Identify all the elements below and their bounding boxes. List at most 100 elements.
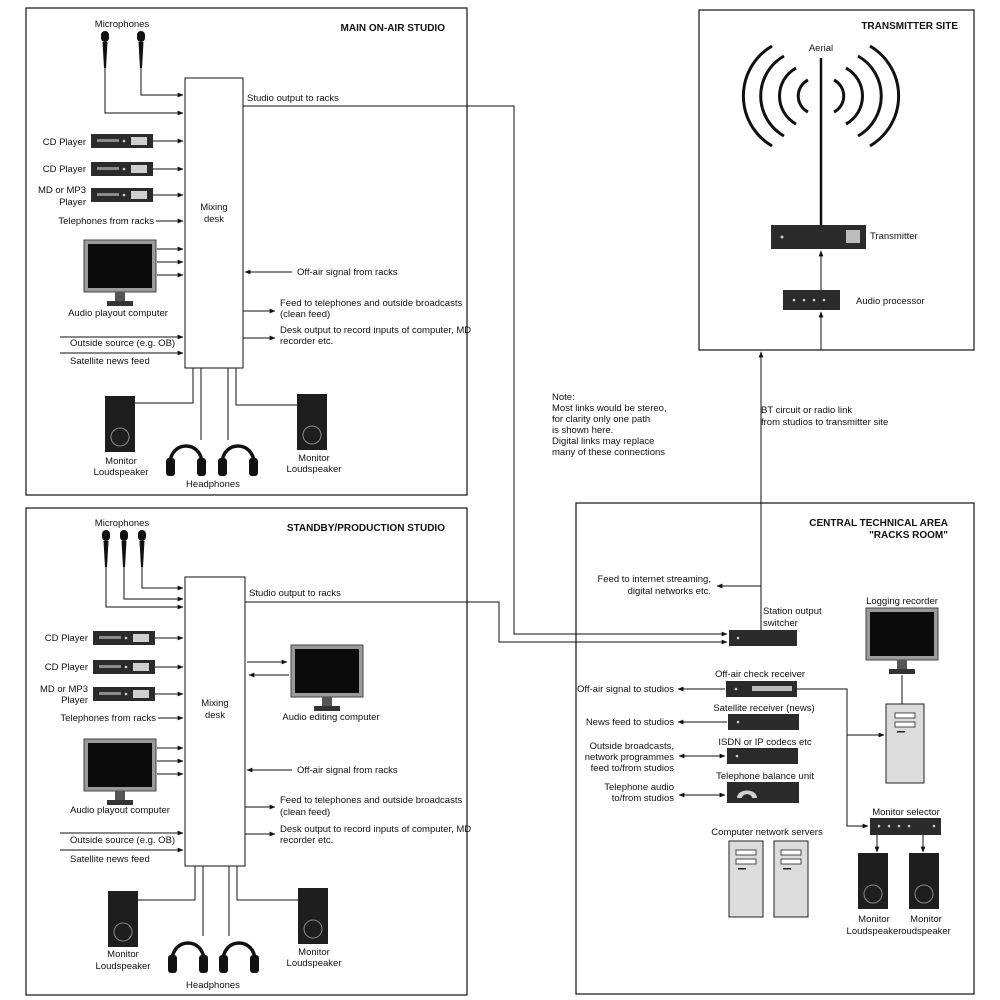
satellite-feed-label: Satellite news feed: [70, 356, 150, 367]
ob-label: network programmes: [585, 752, 674, 763]
monitor-loudspeaker-icon: [908, 852, 940, 910]
monitor-loudspeaker-icon: [104, 395, 136, 453]
standby-studio-title: STANDBY/PRODUCTION STUDIO: [287, 523, 445, 534]
aerial-label: Aerial: [809, 43, 833, 54]
feed-label: Feed to telephones and outside broadcast…: [280, 795, 462, 806]
desk-output-label: recorder etc.: [280, 835, 333, 846]
cd-player-icon: [93, 660, 155, 674]
desk-output-label: recorder etc.: [280, 336, 333, 347]
switcher-label: switcher: [763, 618, 798, 629]
transmitter-site-panel: TRANSMITTER SITE Aerial Transmitter: [698, 9, 975, 351]
telephones-label: Telephones from racks: [60, 713, 156, 724]
offair-receiver-label: Off-air check receiver: [715, 669, 805, 680]
news-feed-label: News feed to studios: [586, 717, 674, 728]
monitor-selector-label: Monitor selector: [872, 807, 940, 818]
headphones-icon: [217, 941, 261, 975]
transmitter-site-frame: [698, 9, 975, 351]
mixing-desk: [184, 77, 244, 369]
headphones-icon: [166, 941, 210, 975]
servers-label: Computer network servers: [711, 827, 823, 838]
transmitter-site-title: TRANSMITTER SITE: [861, 21, 958, 32]
audio-playout-computer-icon: [83, 239, 157, 307]
standby-studio-panel: STANDBY/PRODUCTION STUDIO Microphones Mi…: [25, 507, 471, 996]
telephone-audio-label: to/from studios: [612, 793, 675, 804]
feed-label: Feed to telephones and outside broadcast…: [280, 298, 462, 309]
central-technical-area-panel: CENTRAL TECHNICAL AREA "RACKS ROOM" Feed…: [575, 351, 975, 995]
md-player-icon: [91, 188, 153, 202]
loudspeaker-label: Loudspeaker: [287, 958, 342, 969]
audio-processor-label: Audio processor: [856, 296, 925, 307]
microphones-label: Microphones: [95, 19, 150, 30]
cta-title: CENTRAL TECHNICAL AREA: [809, 518, 948, 529]
offair-label: Off-air signal from racks: [297, 267, 398, 278]
telephone-audio-label: Telephone audio: [604, 782, 674, 793]
ob-label: Outside broadcasts,: [590, 741, 675, 752]
cd-player-icon: [91, 162, 153, 176]
offair-studios-label: Off-air signal to studios: [577, 684, 674, 695]
monitor-selector-icon: [870, 818, 941, 835]
loudspeaker-label: oudspeaker: [901, 926, 951, 937]
microphone-icon: [120, 530, 128, 567]
svg-text:for clarity only one path: for clarity only one path: [552, 414, 650, 425]
outside-source-label: Outside source (e.g. OB): [70, 835, 175, 846]
headphones-label: Headphones: [186, 479, 240, 490]
loudspeaker-label: Monitor: [105, 456, 137, 467]
md-player-label: Player: [59, 197, 86, 208]
md-player-label: MD or MP3: [38, 185, 86, 196]
standby-studio-output-link: [245, 601, 728, 645]
studio-output-label: Studio output to racks: [249, 588, 341, 599]
logging-recorder-tower-icon: [885, 703, 925, 784]
loudspeaker-label: Loudspeaker: [847, 926, 902, 937]
cd-player-label: CD Player: [43, 164, 86, 175]
satellite-receiver-icon: [728, 714, 799, 730]
studio-output-label: Studio output to racks: [247, 93, 339, 104]
cd-player-icon: [91, 134, 153, 148]
cd-player-label: CD Player: [43, 137, 86, 148]
server-icon: [728, 840, 764, 918]
desk-output-label: Desk output to record inputs of computer…: [280, 325, 471, 336]
microphone-icon: [101, 31, 109, 68]
microphones-label: Microphones: [95, 518, 150, 529]
note: Note: Most links would be stereo, for cl…: [552, 392, 667, 458]
svg-text:many of these connections: many of these connections: [552, 447, 665, 458]
station-output-switcher-icon: [729, 630, 797, 646]
isdn-label: ISDN or IP codecs etc: [718, 737, 812, 748]
feed-label: (clean feed): [280, 807, 330, 818]
mixing-desk-label: Mixing: [200, 202, 227, 213]
headphones-icon: [164, 444, 208, 478]
loudspeaker-label: Monitor: [298, 947, 330, 958]
audio-playout-label: Audio playout computer: [68, 308, 168, 319]
audio-editing-label: Audio editing computer: [282, 712, 379, 723]
loudspeaker-label: Monitor: [910, 914, 942, 925]
satellite-receiver-label: Satellite receiver (news): [713, 703, 814, 714]
md-player-label: Player: [61, 695, 88, 706]
logging-recorder-label: Logging recorder: [866, 596, 938, 607]
loudspeaker-label: Monitor: [858, 914, 890, 925]
main-studio-panel: MAIN ON-AIR STUDIO Microphones Mixing de…: [25, 7, 471, 496]
svg-text:is shown here.: is shown here.: [552, 425, 613, 436]
cd-player-label: CD Player: [45, 633, 88, 644]
audio-editing-computer-icon: [290, 644, 364, 712]
headphones-icon: [216, 444, 260, 478]
loudspeaker-label: Loudspeaker: [96, 961, 151, 972]
loudspeaker-label: Monitor: [298, 453, 330, 464]
mixing-desk-label: desk: [204, 214, 224, 225]
microphone-icon: [102, 530, 110, 567]
streaming-label: digital networks etc.: [628, 586, 711, 597]
streaming-label: Feed to internet streaming,: [597, 574, 711, 585]
monitor-loudspeaker-icon: [296, 393, 328, 451]
ob-label: feed to/from studios: [591, 763, 675, 774]
offair-check-receiver-icon: [726, 681, 797, 697]
mixing-desk-label: desk: [205, 710, 225, 721]
switcher-label: Station output: [763, 606, 822, 617]
telephone-balance-unit-icon: [727, 782, 799, 803]
monitor-loudspeaker-icon: [297, 887, 329, 945]
headphones-label: Headphones: [186, 980, 240, 991]
main-studio-output-link: [243, 105, 728, 637]
offair-label: Off-air signal from racks: [297, 765, 398, 776]
svg-text:Note:: Note:: [552, 392, 575, 403]
logging-recorder-monitor-icon: [865, 607, 939, 675]
cd-player-label: CD Player: [45, 662, 88, 673]
bt-link-label: from studios to transmitter site: [761, 417, 888, 428]
